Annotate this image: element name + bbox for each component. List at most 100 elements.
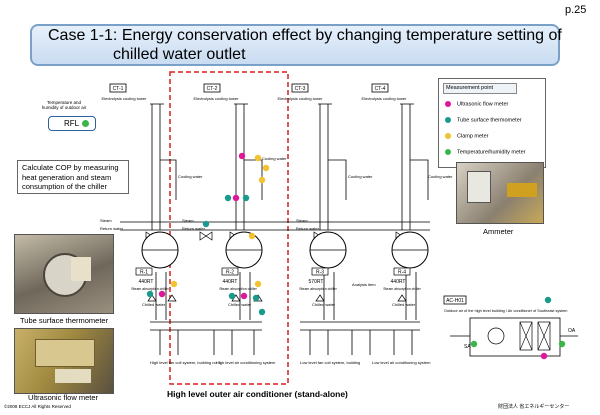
chiller-3: R-3 570RT Steam absorption chiller: [299, 231, 347, 291]
chiller-3-caption: Steam absorption chiller: [299, 287, 337, 291]
tube-thermometer-photo: [14, 234, 114, 314]
ammeter-caption: Ammeter: [483, 227, 514, 236]
cooling-water-label-3: Cooling water: [348, 174, 373, 179]
tube-thermometer-caption: Tube surface thermometer: [20, 316, 109, 325]
ct-2-caption: Electrolysis cooling tower: [194, 96, 240, 101]
chilled-water-label-4: Chilled water: [392, 302, 416, 307]
ultrasonic-marker-icon: [445, 101, 451, 107]
chiller-3-capacity: 570RT: [309, 279, 324, 285]
ac-unit-caption: Outdoor air of the high level building /…: [444, 309, 567, 313]
legend-item: Clamp meter: [445, 133, 488, 140]
tube-thermometer-point: [228, 292, 236, 300]
rfl-caption: Temperature and humidity of outdoor air: [41, 100, 87, 110]
ct-2-id: CT-2: [207, 86, 218, 92]
chiller-1-id: R-1: [140, 270, 148, 276]
cooling-water-label-2: Cooling water: [262, 156, 287, 161]
temp-humidity-marker-icon: [445, 149, 451, 155]
ac-oa-label: OA: [568, 328, 576, 334]
chiller-2-capacity: 440RT: [223, 279, 238, 285]
chiller-4-id: R-4: [398, 270, 406, 276]
ultrasonic-photo: [14, 328, 114, 394]
chiller-2-caption: Steam absorption chiller: [219, 287, 257, 291]
clamp-point: [262, 164, 270, 172]
clamp-point: [248, 232, 256, 240]
ultrasonic-point: [240, 292, 248, 300]
rfl-sensor-icon: [82, 120, 89, 127]
cooling-water-pipes: [120, 103, 430, 355]
tube-thermometer-point: [242, 194, 250, 202]
ct-4-box: [371, 83, 389, 93]
title-line-2: chilled water outlet: [113, 46, 246, 63]
title-banner: [30, 24, 560, 66]
ac-unit-id: AC-H01: [446, 298, 464, 304]
chiller-2: R-2 440RT Steam absorption chiller: [219, 231, 263, 291]
ct-3-caption: Electrolysis cooling tower: [278, 96, 324, 101]
bottom-label-4: Low level air conditioning system: [372, 360, 431, 365]
chiller-4-capacity: 440RT: [391, 279, 406, 285]
ammeter-photo: [456, 162, 544, 224]
ct-1-box: [109, 83, 127, 93]
chiller-1-capacity: 440RT: [139, 279, 154, 285]
bottom-labels: High level fan coil system, building no.…: [150, 360, 431, 365]
organization-name: 財団法人 省エネルギーセンター: [498, 404, 570, 410]
clamp-meter-marker-icon: [445, 133, 451, 139]
steam-label-1: Steam: [100, 218, 112, 223]
tube-thermometer-point: [224, 194, 232, 202]
ac-unit-casing: [469, 317, 561, 357]
chiller-2-id: R-2: [226, 270, 234, 276]
chiller-1-caption: Steam absorption chiller: [131, 287, 169, 291]
ct-4-id: CT-4: [375, 86, 386, 92]
steam-label-3: Steam: [296, 218, 308, 223]
ac-sa-label: SA: [464, 344, 471, 350]
ultrasonic-point: [238, 152, 246, 160]
tube-thermometer-point: [252, 294, 260, 302]
page-number: p.25: [565, 4, 587, 16]
rfl-label: RFL: [64, 119, 80, 128]
analysis-item-label: Analysis item: [352, 282, 376, 287]
measurement-legend: Measurement point Ultrasonic flow meter …: [438, 78, 546, 168]
cooling-tower-4: CT-4 Electrolysis cooling tower: [362, 83, 408, 101]
diagram-subtitle: High level outer air conditioner (stand-…: [167, 389, 348, 399]
legend-heading: Measurement point: [443, 83, 517, 94]
cooling-water-label-4: Cooling water: [428, 174, 453, 179]
rfl-box: [48, 116, 96, 131]
clamp-point: [258, 176, 266, 184]
legend-item: Temperature/humidity meter: [445, 149, 525, 156]
return-water-label-3: Return water: [296, 226, 320, 231]
return-water-label-2: Return water: [182, 226, 206, 231]
ultrasonic-caption: Ultrasonic flow meter: [28, 393, 99, 402]
tube-thermometer-point: [146, 290, 154, 298]
pipe-labels: Cooling water Cooling water Cooling wate…: [100, 156, 453, 307]
chiller-3-id: R-3: [316, 270, 324, 276]
highlight-dashed-frame: [169, 71, 289, 385]
bottom-label-3: Low level fan coil system, building: [300, 360, 360, 365]
chiller-4-caption: Steam absorption chiller: [383, 287, 421, 291]
tube-thermometer-marker-icon: [445, 117, 451, 123]
return-water-label-1: Return water: [100, 226, 124, 231]
steam-label-2: Steam: [182, 218, 194, 223]
ct-4-caption: Electrolysis cooling tower: [362, 96, 408, 101]
tube-thermometer-point: [258, 308, 266, 316]
ct-3-box: [291, 83, 309, 93]
legend-item: Ultrasonic flow meter: [445, 101, 508, 108]
clamp-point: [170, 280, 178, 288]
title-line-1: Case 1-1: Energy conservation effect by …: [48, 27, 562, 44]
valves: [145, 231, 409, 302]
ultrasonic-point: [158, 290, 166, 298]
clamp-point: [254, 280, 262, 288]
chiller-4: R-4 440RT Steam absorption chiller: [383, 231, 429, 291]
bottom-label-1: High level fan coil system, building no.…: [150, 360, 222, 365]
ct-1-id: CT-1: [113, 86, 124, 92]
ct-2-box: [203, 83, 221, 93]
ct-3-id: CT-3: [295, 86, 306, 92]
chilled-water-label-1: Chilled water: [142, 302, 166, 307]
cooling-tower-2: CT-2 Electrolysis cooling tower: [194, 83, 240, 101]
ac-unit: AC-H01 Outdoor air of the high level bui…: [443, 295, 578, 360]
legend-item: Tube surface thermometer: [445, 117, 522, 124]
clamp-point: [254, 154, 262, 162]
copyright: ©2008 ECCJ All Rights Reserved: [4, 404, 71, 409]
cooling-water-label-1: Cooling water: [178, 174, 203, 179]
cooling-tower-3: CT-3 Electrolysis cooling tower: [278, 83, 324, 101]
chiller-1: R-1 440RT Steam absorption chiller: [131, 231, 179, 291]
